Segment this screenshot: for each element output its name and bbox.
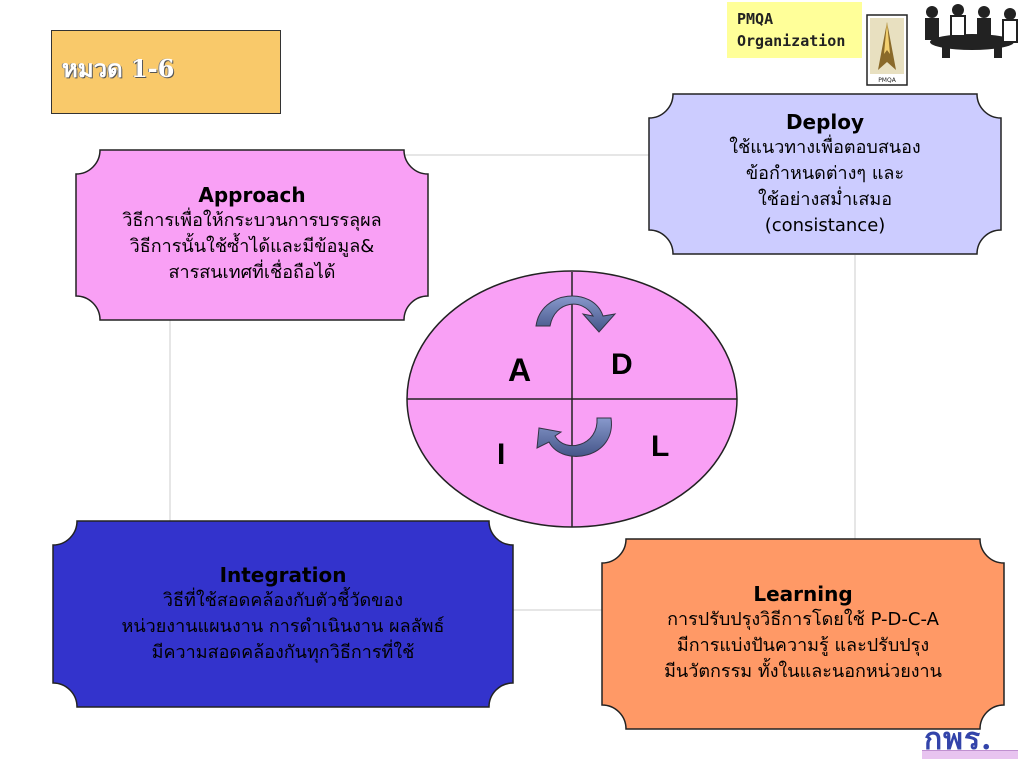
pmqa-org-badge: PMQA Organization — [727, 2, 862, 58]
deploy-box-shape — [648, 93, 1002, 255]
cycle-arrow-bottom-icon — [536, 417, 612, 457]
corner-logo-bar — [922, 750, 1018, 759]
deploy-box: Deploy ใช้แนวทางเพื่อตอบสนอง ข้อกำหนดต่า… — [648, 100, 1002, 248]
approach-box: Approach วิธีการเพื่อให้กระบวนการบรรลุผล… — [75, 162, 429, 306]
approach-title: Approach — [198, 183, 306, 207]
integration-box: Integration วิธีที่ใช้สอดคล้องกับตัวชี้ว… — [52, 540, 514, 688]
cycle-letter-a: A — [508, 352, 532, 388]
cycle-letter-l: L — [651, 430, 670, 463]
logo-caption: PMQA — [878, 77, 897, 84]
integration-box-shape — [52, 520, 514, 708]
learning-line-3: มีนวัตกรรม ทั้งในและนอกหน่วยงาน — [664, 661, 942, 682]
deploy-line-1: ใช้แนวทางเพื่อตอบสนอง — [729, 137, 921, 158]
cycle-arrow-top-icon — [535, 295, 617, 333]
learning-box: Learning การปรับปรุงวิธีการโดยใช้ P-D-C-… — [601, 568, 1005, 698]
approach-line-1: วิธีการเพื่อให้กระบวนการบรรลุผล — [122, 210, 382, 231]
deploy-title: Deploy — [785, 110, 865, 134]
cycle-letter-i: I — [497, 438, 506, 471]
integration-line-3: มีความสอดคล้องกันทุกวิธีการที่ใช้ — [151, 642, 415, 663]
deploy-line-3: ใช้อย่างสม่ำเสมอ — [757, 189, 893, 210]
adli-cycle-circle — [406, 270, 738, 528]
org-badge-line-1: PMQA — [737, 10, 774, 28]
integration-title: Integration — [219, 563, 347, 587]
category-tag: หมวด 1-6 — [51, 30, 281, 114]
deploy-line-2: ข้อกำหนดต่างๆ และ — [745, 163, 905, 184]
category-label: หมวด 1-6 — [62, 54, 175, 83]
learning-line-1: การปรับปรุงวิธีการโดยใช้ P-D-C-A — [667, 609, 939, 630]
approach-line-2: วิธีการนั้นใช้ซ้ำได้และมีข้อมูล& — [129, 236, 375, 257]
learning-title: Learning — [753, 582, 853, 606]
pmqa-logo-icon: PMQA — [866, 14, 908, 86]
learning-line-2: มีการแบ่งปันความรู้ และปรับปรุง — [676, 635, 930, 656]
deploy-line-4: (consistance) — [764, 215, 886, 236]
approach-line-3: สารสนเทศที่เชื่อถือได้ — [168, 262, 336, 283]
integration-line-1: วิธีที่ใช้สอดคล้องกับตัวชี้วัดของ — [162, 590, 404, 611]
meeting-people-icon — [925, 4, 1018, 58]
learning-box-shape — [601, 538, 1005, 730]
cycle-letter-d: D — [611, 348, 633, 381]
corner-logo: กพร. — [922, 718, 1018, 762]
approach-box-shape — [75, 149, 429, 321]
integration-line-2: หน่วยงานแผนงาน การดำเนินงาน ผลลัพธ์ — [121, 616, 445, 637]
org-badge-line-2: Organization — [737, 32, 846, 50]
